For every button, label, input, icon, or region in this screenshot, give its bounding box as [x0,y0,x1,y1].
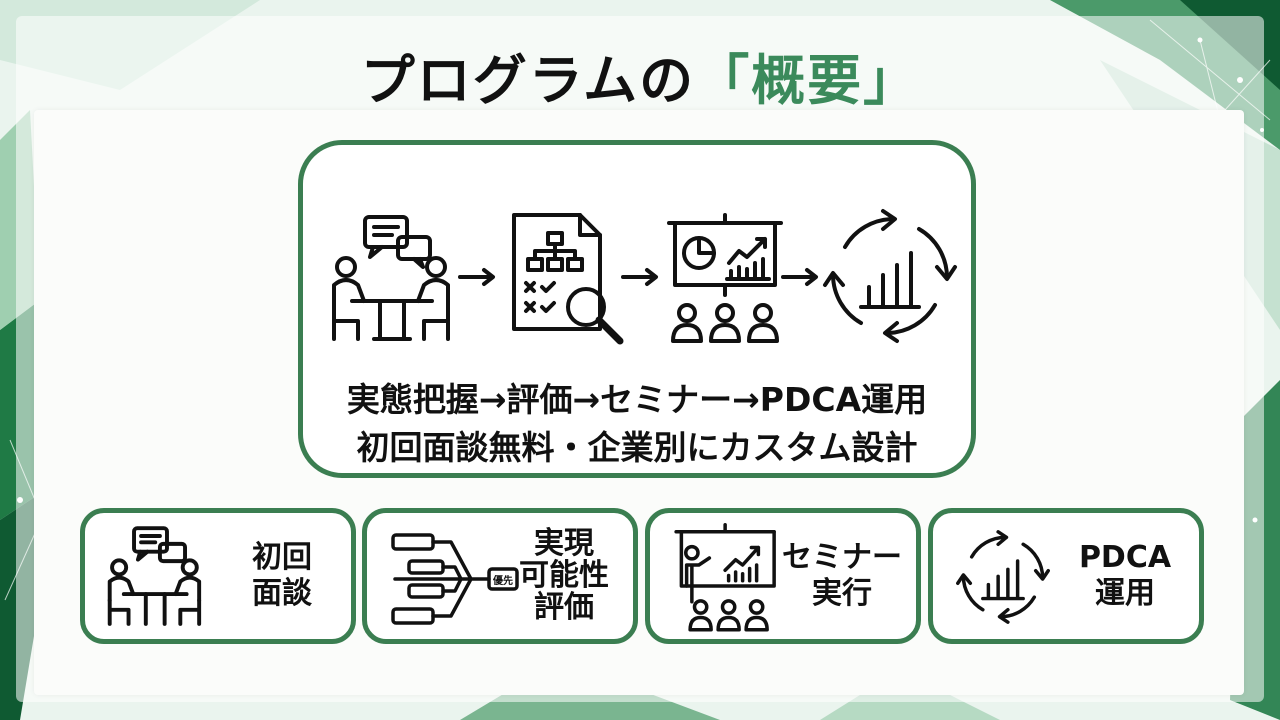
meeting-icon [107,526,202,626]
seminar-icon [667,213,783,343]
pdca-cycle-icon [956,530,1050,624]
fishbone-icon [391,533,519,625]
priority-badge: 優先 [493,576,513,587]
flow-line-2: 初回面談無料・企業別にカスタム設計 [356,428,918,467]
card-label: 初回 面談 [252,540,312,611]
page-title: プログラムの「概要」 [0,36,1280,115]
card-feasibility-evaluation: 優先 実現 可能性 評価 [362,508,638,644]
meeting-icon [332,215,450,341]
seminar-icon [674,523,776,632]
evaluation-icon [512,213,624,345]
card-pdca: PDCA 運用 [928,508,1204,644]
title-accent: 「概要」 [695,49,920,112]
card-label: セミナー 実行 [782,540,902,611]
card-label: 実現 可能性 評価 [519,526,609,625]
program-flow-box: 実態把握→評価→セミナー→PDCA運用 初回面談無料・企業別にカスタム設計 [298,140,976,478]
arrow-right-icon [781,268,818,286]
arrow-right-icon [458,268,495,286]
flow-line-1: 実態把握→評価→セミナー→PDCA運用 [346,380,928,419]
pdca-cycle-icon [823,209,957,343]
card-seminar: セミナー 実行 [645,508,921,644]
card-label: PDCA 運用 [1078,540,1172,611]
title-main: プログラムの [360,49,696,112]
card-initial-meeting: 初回 面談 [80,508,356,644]
arrow-right-icon [621,268,658,286]
